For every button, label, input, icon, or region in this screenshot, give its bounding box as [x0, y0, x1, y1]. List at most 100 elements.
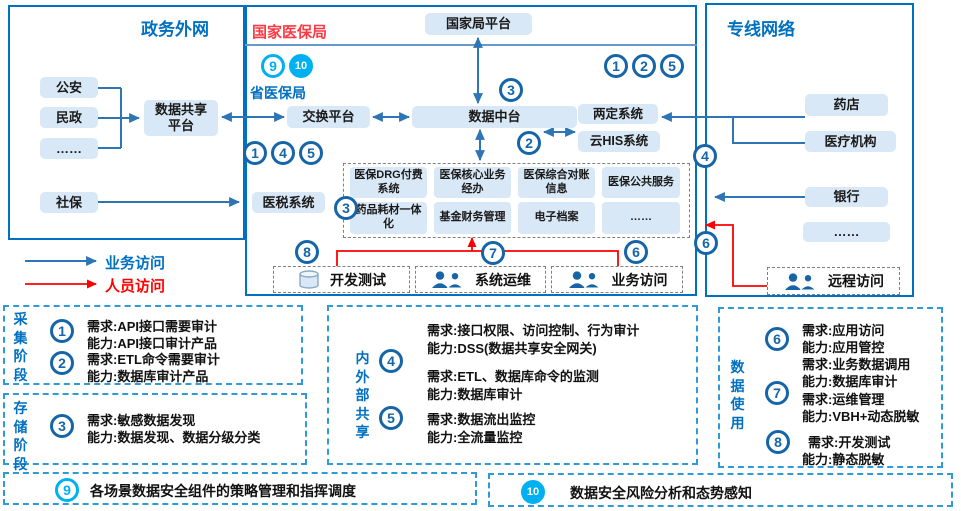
collection-item1-cap: 能力:API接口审计产品 — [87, 336, 218, 351]
node-exchange-platform: 交换平台 — [287, 106, 370, 128]
badge-6-biz: 6 — [624, 240, 648, 264]
remote-access-label: 远程访问 — [828, 273, 884, 289]
sharing-item4-line1: 需求:接口权限、访问控制、行为审计 — [427, 323, 640, 338]
usage-item8-line1: 需求:开发测试 — [808, 435, 891, 450]
remote-access-box: 远程访问 — [767, 267, 900, 295]
remote-access-red-path — [705, 220, 767, 287]
badge-8-dev: 8 — [295, 240, 319, 264]
node-leased-dots: …… — [803, 222, 890, 242]
node-national-platform: 国家局平台 — [425, 13, 532, 35]
usage-item7-line2: 能力:VBH+动态脱敏 — [802, 409, 920, 424]
sharing-item5-line2: 能力:全流量监控 — [427, 430, 523, 445]
badge-10-top: 10 — [289, 54, 313, 78]
badge-2-right: 2 — [632, 54, 656, 78]
badge-1-left: 1 — [243, 141, 267, 165]
node-tax-system: 医税系统 — [252, 192, 325, 213]
usage-item6-line3: 需求:业务数据调用 — [802, 357, 911, 372]
badge-2-panel: 2 — [50, 351, 74, 375]
badge-9-top: 9 — [261, 54, 285, 78]
people-icon — [783, 272, 819, 290]
strip-10-text: 数据安全风险分析和态势感知 — [570, 485, 752, 501]
badge-4-left: 4 — [271, 141, 295, 165]
gov-zone-title: 政务外网 — [141, 20, 209, 39]
node-cloud-his: 云HIS系统 — [578, 131, 660, 152]
app-drg-payment: 医保DRG付费系统 — [350, 167, 427, 198]
node-liangding-system: 两定系统 — [578, 104, 658, 124]
storage-item-cap: 能力:数据发现、数据分级分类 — [87, 430, 261, 445]
panel-usage: 数据使用 6 需求:应用访问 能力:应用管控 需求:业务数据调用 能力:数据库审… — [718, 307, 943, 468]
badge-7-ops: 7 — [481, 241, 505, 265]
sharing-item5-line1: 需求:数据流出监控 — [427, 412, 536, 427]
usage-item6-line1: 需求:应用访问 — [802, 323, 885, 338]
badge-5-right: 5 — [660, 54, 684, 78]
node-share-platform: 数据共享平台 — [144, 100, 218, 136]
badge-3-hub: 3 — [499, 78, 523, 102]
badge-1-right: 1 — [604, 54, 628, 78]
ops-system-maintenance: 系统运维 — [415, 266, 546, 293]
badge-8-panel: 8 — [766, 430, 790, 454]
legend-personnel-label: 人员访问 — [105, 278, 166, 295]
badge-10-strip: 10 — [521, 480, 545, 504]
app-core-business: 医保核心业务经办 — [434, 167, 511, 198]
badge-6-border: 6 — [694, 231, 718, 255]
strip-risk-analysis: 10 数据安全风险分析和态势感知 — [488, 473, 953, 507]
usage-item7-line1: 需求:运维管理 — [802, 392, 885, 407]
people-icon — [567, 271, 603, 288]
medical-org-join-line — [732, 117, 805, 144]
people-icon — [430, 271, 466, 288]
node-bank: 银行 — [805, 187, 888, 207]
badge-7-panel: 7 — [765, 381, 789, 405]
app-drug-material: 药品耗材一体化 — [350, 202, 427, 234]
badge-5-left: 5 — [299, 141, 323, 165]
node-police: 公安 — [40, 77, 98, 98]
ops-dev-test: 开发测试 — [273, 266, 410, 293]
usage-item8-line2: 能力:静态脱敏 — [802, 452, 885, 467]
panel-storage-label: 存储阶段 — [13, 400, 28, 472]
badge-5-panel: 5 — [379, 406, 403, 430]
leased-zone-title: 专线网络 — [727, 20, 795, 39]
badge-1-panel: 1 — [50, 319, 74, 343]
ops-business-access-label: 业务访问 — [611, 271, 668, 288]
collection-item2-cap: 能力:数据库审计产品 — [87, 369, 209, 384]
node-civil: 民政 — [40, 107, 98, 128]
app-public-service: 医保公共服务 — [602, 167, 680, 198]
badge-2-hub: 2 — [517, 131, 541, 155]
badge-3-panel: 3 — [50, 414, 74, 438]
node-gov-dots: …… — [40, 138, 98, 159]
badge-4-panel: 4 — [379, 349, 403, 373]
sharing-item4-line3: 需求:ETL、数据库命令的监测 — [427, 369, 599, 384]
node-medical-org: 医疗机构 — [805, 131, 896, 152]
app-fund-finance: 基金财务管理 — [434, 202, 511, 234]
app-e-archive: 电子档案 — [518, 202, 595, 234]
strip-9-text: 各场景数据安全组件的策略管理和指挥调度 — [90, 483, 356, 499]
database-icon — [297, 270, 321, 289]
ops-system-maintenance-label: 系统运维 — [475, 271, 531, 288]
node-data-hub: 数据中台 — [412, 106, 577, 128]
storage-item-req: 需求:敏感数据发现 — [87, 413, 196, 428]
ops-red-bus-line — [336, 250, 619, 268]
badge-3-tax: 3 — [334, 196, 358, 220]
panel-collection-phase: 采集阶段 1 需求:API接口需要审计 能力:API接口审计产品 2 需求:ET… — [3, 305, 303, 385]
usage-item6-line2: 能力:应用管控 — [802, 340, 885, 355]
sharing-item4-line4: 能力:数据库审计 — [427, 387, 523, 402]
panel-sharing-label: 内外部共享 — [355, 350, 370, 440]
badge-6-panel: 6 — [765, 327, 789, 351]
usage-item6-line4: 能力:数据库审计 — [802, 374, 898, 389]
node-pharmacy: 药店 — [805, 94, 888, 116]
badge-4-border: 4 — [693, 144, 717, 168]
ops-business-access: 业务访问 — [551, 266, 683, 293]
panel-usage-label: 数据使用 — [730, 359, 745, 431]
panel-sharing: 内外部共享 4 需求:接口权限、访问控制、行为审计 能力:DSS(数据共享安全网… — [327, 305, 698, 465]
strip-policy-management: 9 各场景数据安全组件的策略管理和指挥调度 — [3, 472, 477, 505]
badge-9-strip: 9 — [55, 478, 79, 502]
sharing-item4-line2: 能力:DSS(数据共享安全网关) — [427, 341, 597, 356]
node-social-security: 社保 — [40, 192, 98, 213]
panel-storage-phase: 存储阶段 3 需求:敏感数据发现 能力:数据发现、数据分级分类 — [3, 393, 307, 472]
ops-dev-test-label: 开发测试 — [330, 271, 386, 288]
app-dots: …… — [602, 202, 680, 234]
nhsa-zone-title: 国家医保局 — [252, 24, 328, 41]
app-reconciliation: 医保综合对账信息 — [518, 167, 595, 198]
zone-gov-extranet — [8, 5, 245, 240]
